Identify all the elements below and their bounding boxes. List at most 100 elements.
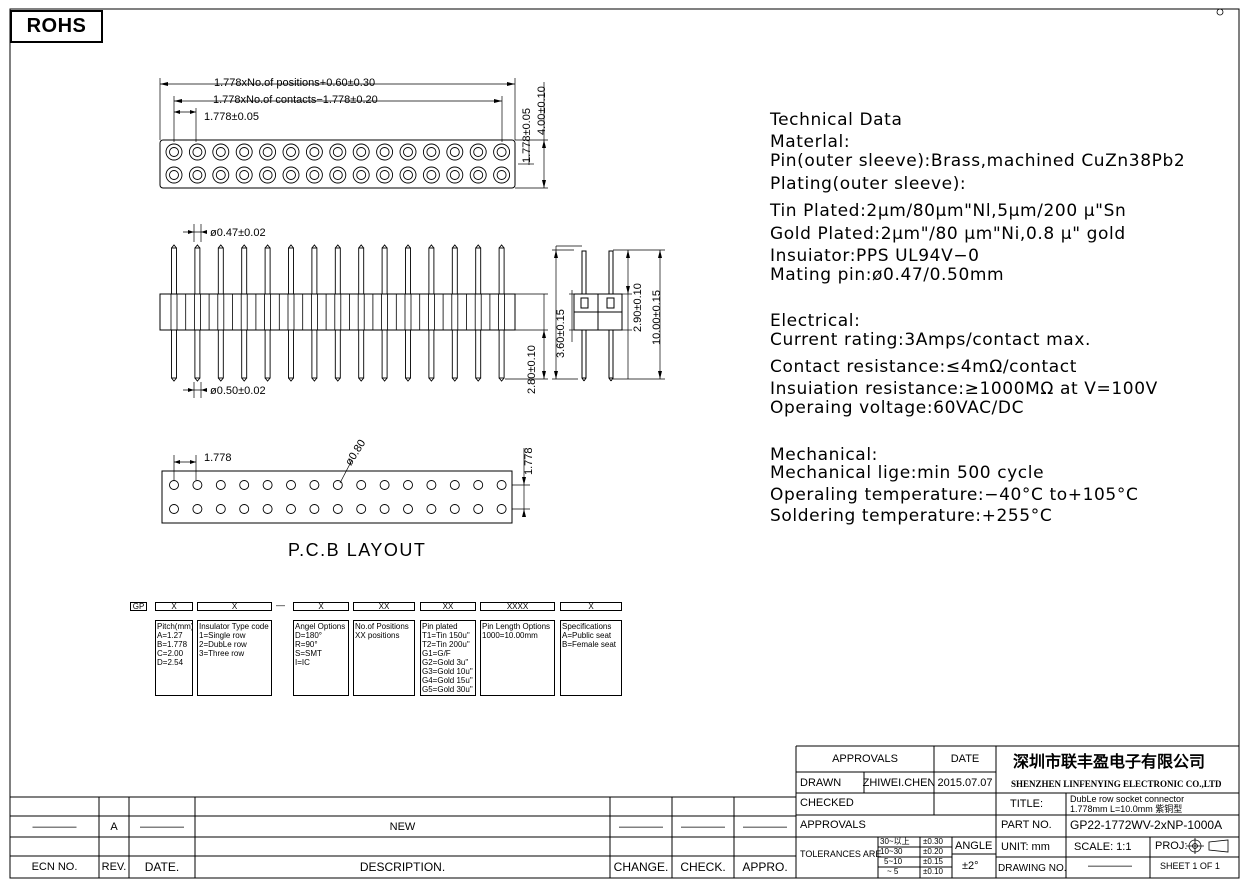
dim-side-total: 10.00±0.15 [651,290,663,345]
tb-title-value: DubLe row socket connector 1.778mm L=10.… [1070,794,1185,814]
contact-hole [235,143,253,161]
code-desc-angle: Angel Options D=180° R=90° S=SMT I=IC [293,620,349,696]
rev-rev: A [110,820,118,833]
code-desc-positions: No.of Positions XX positions [353,620,415,696]
code-field-angle: X [293,602,349,611]
tech-contact-res: Contact resistance:≤4mΩ/contact [770,357,1078,377]
contact-hole [329,166,347,184]
pcb-hole [426,480,437,490]
dim-side-lower: 2.80±0.10 [526,345,538,394]
tb-proj: PROJ: [1155,840,1188,852]
contact-hole [376,166,394,184]
contact-hole [259,166,277,184]
tech-plating: Plating(outer sleeve): [770,174,967,194]
tech-pin: Pin(outer sleeve):Brass,machined CuZn38P… [770,151,1186,171]
tb-date-header: DATE [950,753,980,765]
contact-hole [493,143,511,161]
tb-tol-value-1: ±0.30 [923,837,943,846]
contact-hole [469,166,487,184]
tb-tol-range-1: 30~以上 [880,837,910,846]
dim-pcb-row: 1.778 [523,447,535,475]
code-desc-insulator: Insulator Type code 1=Single row 2=DubLe… [197,620,272,696]
tb-drawing-no-value: ———— [1088,860,1132,872]
contact-hole [212,143,230,161]
code-field-plated: XX [420,602,476,611]
contact-hole [399,143,417,161]
contact-hole [422,143,440,161]
tb-scale: SCALE: 1:1 [1074,841,1132,853]
pcb-holes [169,480,507,514]
pcb-hole [262,504,273,514]
pcb-hole [192,480,203,490]
contact-hole [235,166,253,184]
tech-mechanical: Mechanical: [770,445,878,465]
contact-hole [422,166,440,184]
tech-mating: Mating pin:ø0.47/0.50mm [770,265,1005,285]
contact-hole [446,143,464,161]
contact-hole [305,143,323,161]
pcb-hole [239,480,250,490]
rev-description: NEW [389,820,416,833]
pcb-hole [309,504,320,514]
pcb-hole [262,480,273,490]
code-field-insulator: X [197,602,272,611]
pcb-hole [449,480,460,490]
contact-hole [352,143,370,161]
contact-hole [469,143,487,161]
tb-drawn-date: 2015.07.07 [937,776,993,789]
tech-voltage: Operaing voltage:60VAC/DC [770,398,1025,418]
pcb-hole [496,480,507,490]
pcb-hole [356,480,367,490]
code-desc-length: Pin Length Options 1000=10.00mm [480,620,555,696]
contact-hole [493,166,511,184]
pcb-hole [449,504,460,514]
contact-hole [188,166,206,184]
dim-top-pitch: 1.778±0.05 [204,111,259,123]
contact-hole [282,166,300,184]
contact-hole [165,143,183,161]
pcb-hole [356,504,367,514]
company-name-en: SHENZHEN LINFENYING ELECTRONIC CO.,LTD [1011,779,1222,789]
projection-symbol-icon [1186,838,1229,854]
tech-material: Materlal: [770,132,851,152]
pcb-hole [309,480,320,490]
pcb-hole [215,504,226,514]
pcb-hole [286,480,296,490]
pcb-hole [403,504,413,514]
rev-desc-header: DESCRIPTION. [359,860,446,874]
code-desc-plated: Pin plated T1=Tin 150u" T2=Tin 200u" G1=… [420,620,476,696]
tech-mech-life: Mechanical lige:min 500 cycle [770,463,1045,483]
tb-tolerances-label: TOLERANCES ARE [800,849,882,859]
pcb-hole [426,504,437,514]
tb-tol-value-4: ±0.10 [923,867,943,876]
rev-date: ———— [140,820,184,833]
rohs-badge: ROHS [10,10,103,43]
pcb-hole [379,480,390,490]
tb-tol-range-3: 5~10 [884,857,903,866]
code-desc-spec: Specifications A=Public seat B=Female se… [560,620,622,696]
pcb-hole [332,504,343,514]
rev-appro: ———— [743,820,787,833]
pcb-hole [473,480,484,490]
pcb-hole [332,480,343,490]
code-desc-pitch: Pitch(mm) A=1.27 B=1.778 C=2.00 D=2.54 [155,620,193,696]
tech-gold: Gold Plated:2μm"/80 μm"Ni,0.8 μ" gold [770,224,1126,244]
tech-title: Technical Data [770,110,903,130]
tb-tol-range-4: ~ 5 [887,867,899,876]
dim-pin-dia-top: ø0.47±0.02 [210,227,266,239]
rev-change-header: CHANGE. [613,860,669,874]
rev-ecn-header: ECN NO. [31,860,78,873]
dim-pcb-pitch: 1.778 [204,452,232,464]
pcb-hole [215,480,226,490]
rev-check: ———— [681,820,725,833]
top-view-contacts [165,143,511,184]
dim-side-upper: 2.90±0.10 [632,283,644,332]
contact-hole [305,166,323,184]
code-field-length: XXXX [480,602,555,611]
pcb-hole [239,504,250,514]
tb-angle-label: ANGLE [955,840,993,852]
contact-hole [165,166,183,184]
contact-hole [259,143,277,161]
